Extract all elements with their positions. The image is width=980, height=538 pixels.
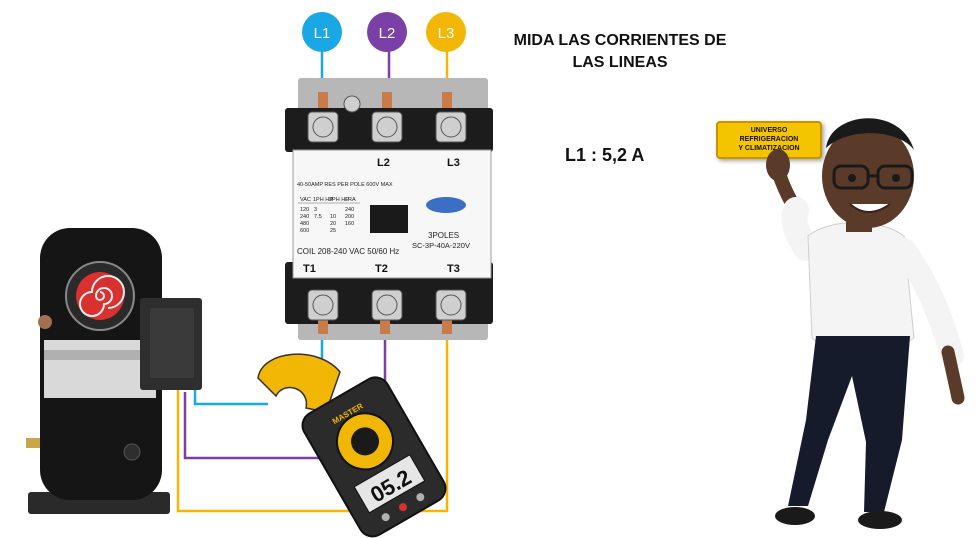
character (766, 118, 965, 529)
contactor-label-l3: L3 (447, 157, 460, 169)
spec-cell: 120 (300, 207, 309, 213)
spec-cell: 200 (345, 214, 354, 220)
l1-label: L1 (314, 25, 331, 42)
title-line-1: MIDA LAS CORRIENTES DE (513, 32, 727, 49)
instruction-title: MIDA LAS CORRIENTES DE LAS LINEAS (470, 30, 770, 74)
l2-label: L2 (379, 25, 396, 42)
top-screws (307, 95, 467, 143)
spec-table: VAC 1PH HP 3PH HP LRA 120 3 240 240 7.5 10 200… (300, 197, 356, 234)
spec-cell: 20 (330, 221, 336, 227)
title-line-2: LAS LINEAS (572, 54, 668, 71)
th-1ph: 1PH HP (313, 197, 333, 203)
line-terminals: L1 L2 L3 (302, 12, 466, 52)
contactor-label-t2: T2 (375, 263, 388, 275)
spec-cell: 10 (330, 214, 336, 220)
spec-cell: 600 (300, 228, 309, 234)
l3-circle (426, 12, 466, 52)
clamp-jaw (257, 353, 341, 413)
spec-cell: 25 (330, 228, 336, 234)
th-3ph: 3PH HP (329, 197, 349, 203)
spec-cell: 7.5 (314, 214, 322, 220)
contactor-model: SC-3P-40A-220V (412, 241, 470, 250)
th-lra: LRA (345, 197, 356, 203)
spec-cell: 160 (345, 221, 354, 227)
l2-circle (367, 12, 407, 52)
l3-label: L3 (438, 25, 455, 42)
clamp-meter: MASTER 05.2 (257, 353, 447, 538)
spec-cell: 240 (345, 207, 354, 213)
spec-cell: 240 (300, 214, 309, 220)
contactor-label-t3: T3 (447, 263, 460, 275)
contactor-label-t1: T1 (303, 263, 316, 275)
current-reading: L1 : 5,2 A (565, 145, 645, 165)
spec-cell: 3 (314, 207, 317, 213)
th-vac: VAC (300, 197, 311, 203)
contactor-rating: 40-50AMP RES PER POLE 600V MAX (297, 182, 393, 188)
bottom-screws (307, 289, 467, 321)
l1-circle (302, 12, 342, 52)
badge-line-1: UNIVERSO (750, 127, 788, 134)
contactor-poles: 3POLES (428, 231, 459, 240)
contactor-coil: COIL 208-240 VAC 50/60 Hz (297, 247, 399, 256)
contactor-label-l2: L2 (377, 157, 390, 169)
contactor: L2 L3 40-50AMP RES PER POLE 600V MAX VAC… (285, 78, 493, 340)
brand-logo (426, 197, 466, 213)
spec-rows: 120 3 240 240 7.5 10 200 480 20 160 600 25 (300, 207, 354, 234)
spec-cell: 480 (300, 221, 309, 227)
wire-t3 (176, 330, 449, 513)
badge-line-3: Y CLIMATIZACION (738, 145, 800, 152)
badge-line-2: REFRIGERACION (739, 136, 799, 143)
compressor (26, 228, 202, 514)
